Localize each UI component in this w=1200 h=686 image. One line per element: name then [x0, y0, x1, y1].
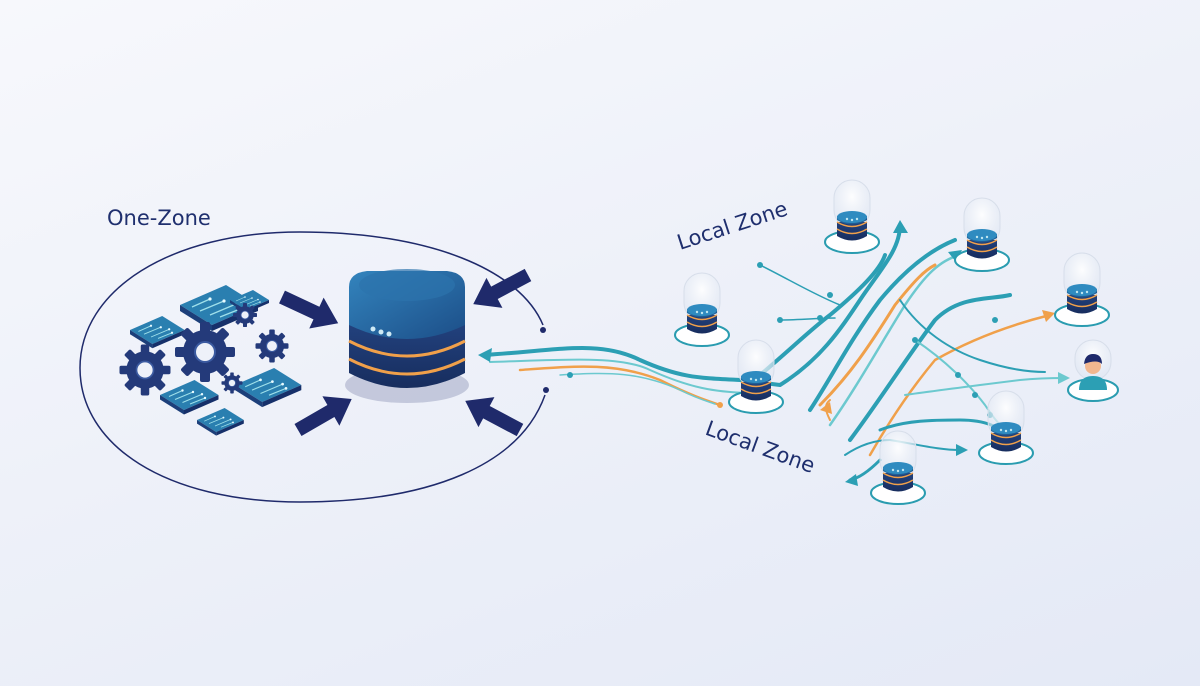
user-avatar-icon [1067, 339, 1119, 402]
one-zone-label: One-Zone [107, 206, 211, 230]
database-server-icon [345, 269, 469, 403]
network-paths [483, 223, 1066, 482]
one-zone-boundary [79, 231, 546, 503]
local-zone-label-bottom: Local Zone [702, 416, 818, 478]
local-zone-label-top: Local Zone [674, 197, 790, 255]
path-endpoints [478, 220, 1070, 486]
